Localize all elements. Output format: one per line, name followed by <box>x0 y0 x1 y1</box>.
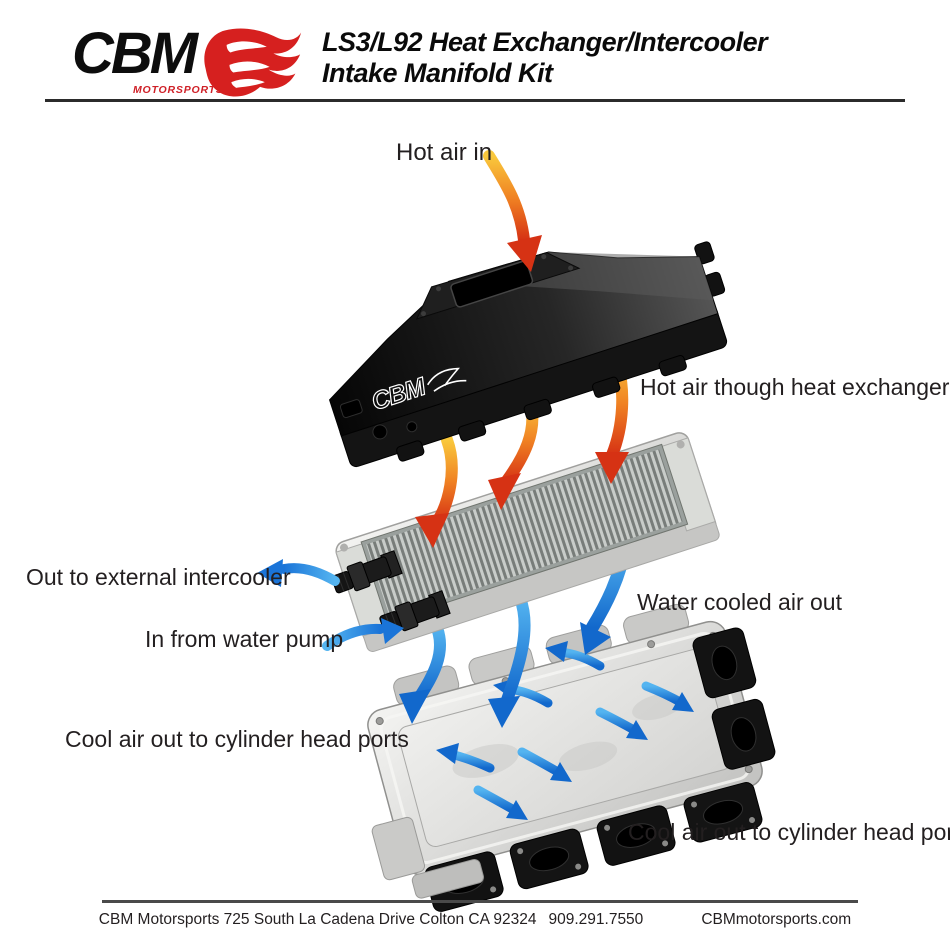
hot-arrow-in <box>483 150 542 272</box>
base-left-ledge <box>371 816 426 881</box>
label-in-from-water-pump: In from water pump <box>145 626 344 652</box>
cool-arrow-down-left <box>399 622 447 724</box>
page-title-line2: Intake Manifold Kit <box>322 58 553 88</box>
cool-arrow-down-mid <box>488 592 531 728</box>
flame-icon <box>198 24 303 107</box>
footer: CBM Motorsports 725 South La Cadena Driv… <box>0 911 950 929</box>
plenum-plate-bolts <box>420 254 574 317</box>
brand-logo-text: CBM <box>72 21 198 86</box>
label-hot-air-in: Hot air in <box>396 139 493 166</box>
plenum-logo-flame-icon <box>427 367 467 392</box>
plenum-throttle-opening <box>450 260 534 308</box>
footer-phone: 909.291.7550 <box>548 911 644 928</box>
fitting-in-from-pump <box>379 590 451 634</box>
label-cool-air-right: Cool air out to cylinder head ports <box>628 819 950 845</box>
plenum-cover: CBM <box>328 241 728 468</box>
cool-arrow-out-left <box>257 559 340 587</box>
page-title-line1: LS3/L92 Heat Exchanger/Intercooler <box>322 27 768 57</box>
hot-arrow-left <box>415 434 458 548</box>
brand-logo-subtext: MOTORSPORTS <box>133 84 224 96</box>
footer-address: CBM Motorsports 725 South La Cadena Driv… <box>98 911 537 928</box>
cool-arrow-in-right <box>322 618 404 651</box>
plenum-port-hole <box>372 424 388 440</box>
cool-air-swirl-arrowheads <box>436 641 694 820</box>
header-divider <box>45 99 905 102</box>
label-out-to-intercooler: Out to external intercooler <box>26 564 291 590</box>
label-hot-air-through: Hot air though heat exchanger <box>640 374 950 400</box>
page-title: LS3/L92 Heat Exchanger/Intercooler Intak… <box>322 27 768 89</box>
footer-divider <box>102 900 858 903</box>
base-foot <box>411 858 484 899</box>
label-water-cooled-air-out: Water cooled air out <box>637 589 842 615</box>
footer-website: CBMmotorsports.com <box>701 911 852 928</box>
plenum-end-port <box>339 399 363 419</box>
label-cool-air-left: Cool air out to cylinder head ports <box>65 726 409 752</box>
plenum-flange-tabs <box>396 241 726 462</box>
exchanger-core-fins <box>366 449 683 617</box>
